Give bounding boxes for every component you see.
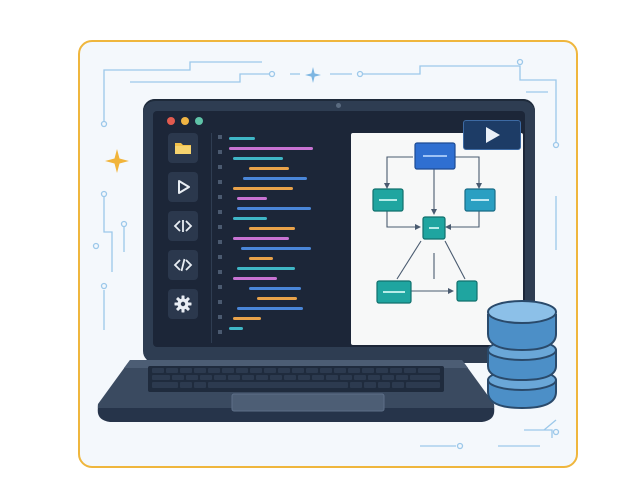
minimize-dot[interactable] bbox=[181, 117, 189, 125]
webcam bbox=[336, 103, 341, 108]
ide-sidebar bbox=[159, 133, 207, 343]
sidebar-item-run[interactable] bbox=[168, 172, 198, 202]
code-tag-icon bbox=[173, 220, 193, 232]
window-controls bbox=[167, 117, 203, 125]
sparkle-icon bbox=[305, 67, 321, 83]
database-icon bbox=[484, 296, 560, 412]
sidebar-divider bbox=[211, 133, 212, 343]
gear-icon bbox=[174, 295, 192, 313]
code-editor[interactable] bbox=[213, 133, 343, 343]
sparkle-icon bbox=[105, 149, 129, 173]
flowchart-diagram bbox=[372, 142, 496, 304]
code-slash-icon bbox=[173, 258, 193, 272]
laptop-base bbox=[96, 356, 496, 424]
folder-icon bbox=[175, 143, 191, 154]
sidebar-item-settings[interactable] bbox=[168, 289, 198, 319]
play-icon bbox=[486, 127, 500, 143]
close-dot[interactable] bbox=[167, 117, 175, 125]
sidebar-item-code[interactable] bbox=[168, 211, 198, 241]
run-preview-button[interactable] bbox=[463, 120, 521, 150]
laptop-screen bbox=[153, 111, 525, 347]
maximize-dot[interactable] bbox=[195, 117, 203, 125]
diagram-node-bottom-right bbox=[456, 280, 478, 302]
sidebar-item-files[interactable] bbox=[168, 133, 198, 163]
line-gutter bbox=[215, 133, 223, 343]
trackpad bbox=[231, 393, 385, 412]
sidebar-item-markup[interactable] bbox=[168, 250, 198, 280]
laptop-lid bbox=[143, 99, 535, 363]
play-icon bbox=[178, 180, 190, 194]
